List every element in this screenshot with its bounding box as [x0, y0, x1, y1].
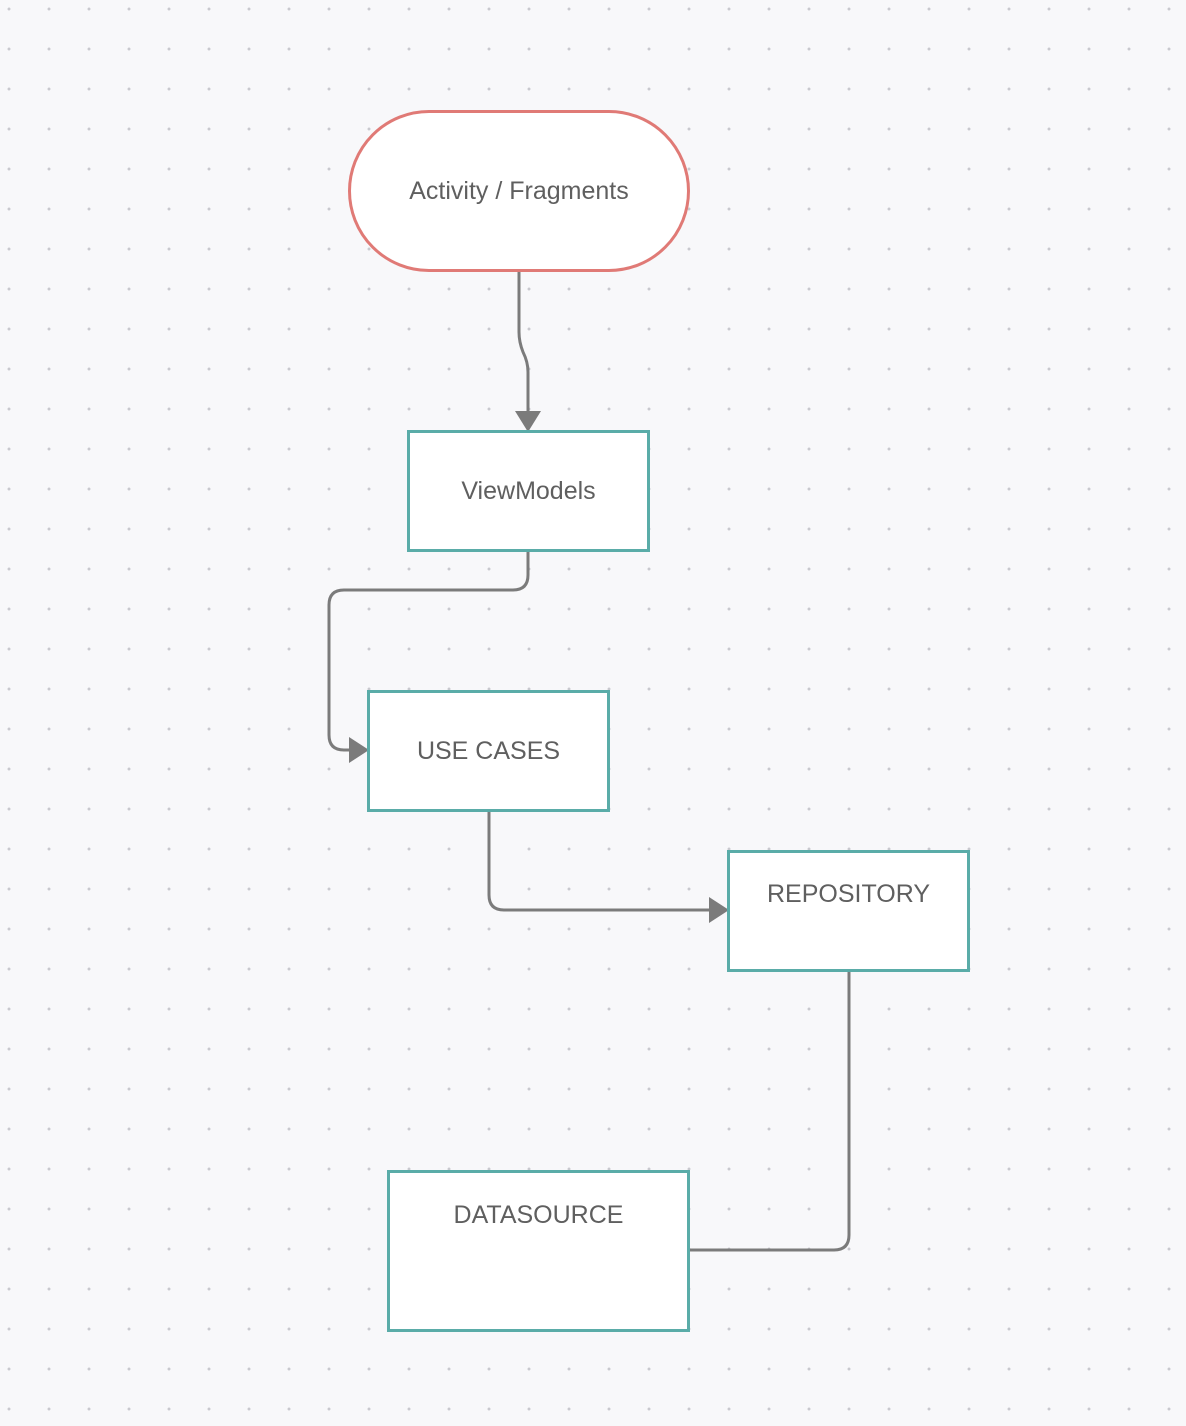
edge-usecases-to-repository	[487, 810, 714, 912]
node-datasource[interactable]: DATASOURCE	[387, 1170, 690, 1332]
edge-viewmodels-to-usecases	[327, 550, 530, 752]
node-datasource-label: DATASOURCE	[453, 1201, 624, 1229]
edge-activity-to-viewmodels	[517, 270, 530, 416]
arrowhead-repository	[709, 897, 729, 923]
edge-repository-to-datasource	[688, 970, 851, 1252]
node-repository-label: REPOSITORY	[766, 880, 930, 908]
node-activity-fragments[interactable]: Activity / Fragments	[348, 110, 690, 272]
node-activity-label: Activity / Fragments	[409, 176, 629, 205]
node-viewmodels[interactable]: ViewModels	[407, 430, 650, 552]
arrowhead-viewmodels	[515, 411, 541, 432]
node-viewmodels-label: ViewModels	[461, 476, 596, 505]
node-use-cases[interactable]: USE CASES	[367, 690, 610, 812]
node-repository[interactable]: REPOSITORY	[727, 850, 970, 972]
arrowhead-usecases	[349, 737, 369, 763]
node-usecases-label: USE CASES	[416, 736, 561, 765]
